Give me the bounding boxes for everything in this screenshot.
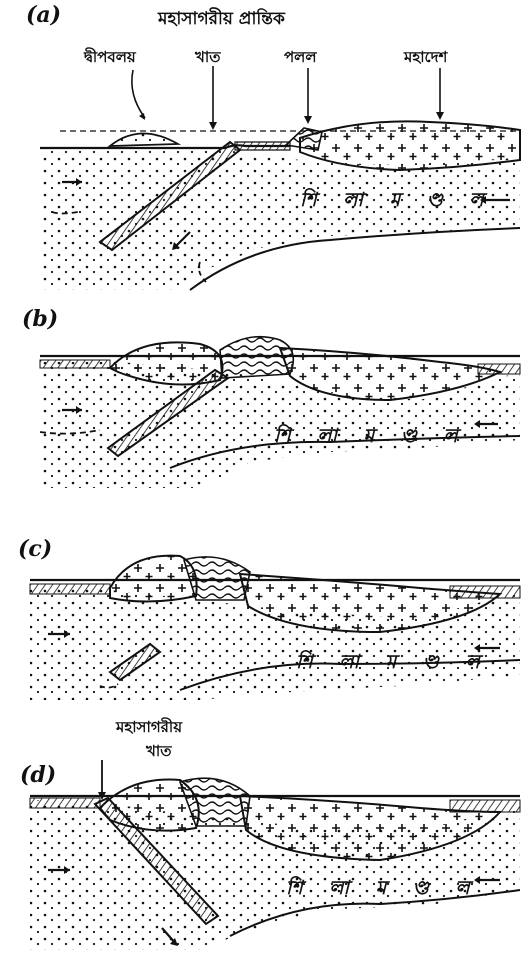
panel-d xyxy=(30,760,520,950)
panel-a-title: মহাসাগরীয় প্রান্তিক xyxy=(158,6,285,34)
panel-label-b: (b) xyxy=(22,306,58,332)
pointer-island xyxy=(132,70,145,118)
lithosphere-layer xyxy=(40,150,520,290)
label-oceanic-trench-line2: খাত xyxy=(146,740,171,765)
label-trench: খাত xyxy=(195,46,220,71)
label-lithosphere-a: শি লা ম ণ্ড ল xyxy=(300,186,494,218)
label-continent: মহাদেশ xyxy=(404,46,447,71)
panel-label-a: (a) xyxy=(26,2,61,28)
island-arc xyxy=(110,133,178,146)
label-sediment: পলল xyxy=(284,46,317,71)
panel-label-c: (c) xyxy=(18,536,52,562)
continent-block xyxy=(300,121,520,170)
panel-a xyxy=(40,66,520,290)
label-lithosphere-c: শি লা ম ণ্ড ল xyxy=(296,648,490,680)
panel-b xyxy=(40,337,520,488)
label-island-arc: দ্বীপবলয় xyxy=(84,46,136,71)
island-arc-block xyxy=(110,556,197,602)
panel-label-d: (d) xyxy=(20,762,56,788)
label-lithosphere-d: শি লা ম ণ্ড ল xyxy=(286,874,480,906)
label-oceanic-trench-line1: মহাসাগরীয় xyxy=(116,716,182,741)
label-lithosphere-b: শি লা ম ণ্ড ল xyxy=(274,422,468,454)
